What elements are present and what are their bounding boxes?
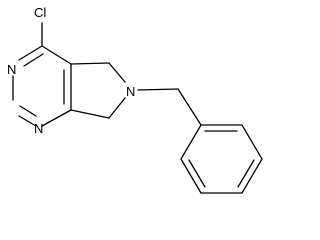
bond-c4a-c5 <box>70 62 110 65</box>
atom-labels: Cl N N N <box>7 5 135 136</box>
bond-c7-c7a <box>70 109 110 119</box>
bond-ph-c3-c4 <box>241 158 263 194</box>
atom-label-n-bottom: N <box>34 121 43 136</box>
bonds <box>12 22 263 194</box>
bond-c2-n1 <box>18 115 37 127</box>
bond-ch2-phenyl <box>177 88 202 126</box>
bond-ph-c2-c3 <box>241 124 263 160</box>
double-bond-c4-n3 <box>23 53 44 67</box>
bond-ph-c5-c6 <box>180 158 202 194</box>
chemical-structure-diagram: Cl N N N <box>7 5 263 194</box>
atom-label-cl: Cl <box>34 5 46 20</box>
bond-n1-c7a <box>41 109 72 127</box>
double-bond-ph-2 <box>237 159 255 188</box>
double-bond-ph-3 <box>188 159 206 188</box>
atom-label-n-top: N <box>7 62 16 77</box>
bond-c4-n3 <box>18 45 43 61</box>
bond-c5-n6 <box>108 62 126 83</box>
atom-label-n-ring: N <box>126 84 135 99</box>
bond-c4a-c4 <box>41 45 72 65</box>
bond-n6-ch2 <box>137 88 179 91</box>
double-bond-c2-n1 <box>19 105 37 117</box>
bond-n6-c7 <box>108 97 126 119</box>
bond-ph-c6-c1 <box>180 124 202 160</box>
